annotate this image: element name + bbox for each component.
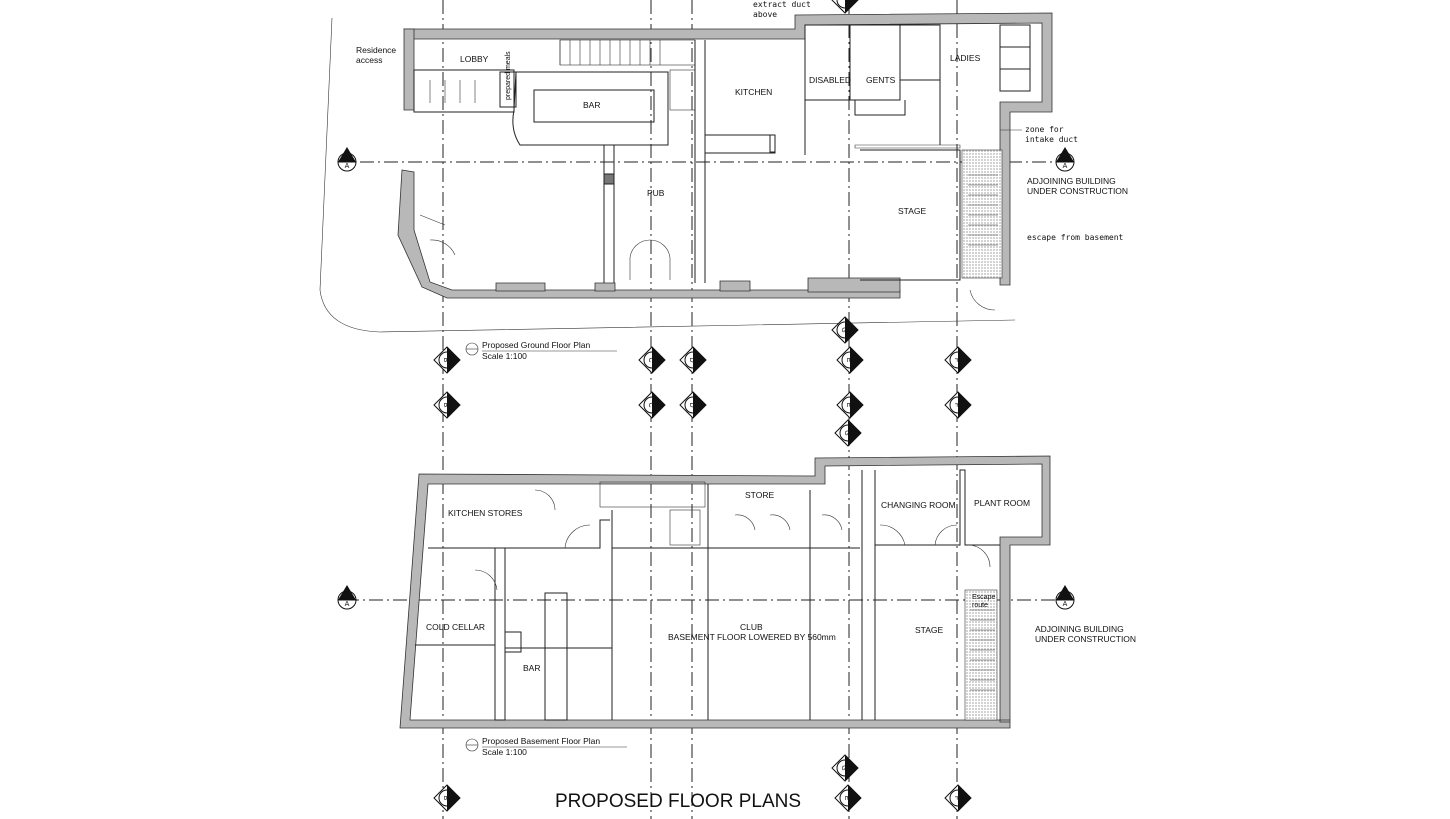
room-label-club: CLUB	[740, 622, 763, 632]
section-marker-a-label: A	[1063, 163, 1068, 170]
room-label-ladies: LADIES	[950, 53, 981, 63]
basement-labels: KITCHEN STORES STORE CHANGING ROOM PLANT…	[426, 490, 1136, 757]
room-label-store: STORE	[745, 490, 774, 500]
grid-marker-f-label: F	[953, 403, 960, 407]
room-label-disabled: DISABLED	[809, 75, 851, 85]
ground-floor-plan	[319, 12, 1053, 333]
room-label-bar: BAR	[523, 663, 540, 673]
grid-marker-b-label: B	[442, 403, 449, 408]
grid-marker-f-label: F	[953, 796, 960, 800]
room-label-kitchen-stores: KITCHEN STORES	[448, 508, 523, 518]
grid-marker-d-label: D	[688, 357, 695, 362]
room-label-pub: PUB	[647, 188, 665, 198]
room-label-kitchen: KITCHEN	[735, 87, 772, 97]
adjoining-note-1: ADJOINING BUILDING	[1027, 176, 1116, 186]
intake-duct-note-2: intake duct	[1025, 135, 1078, 144]
section-marker-a-label: A	[1063, 601, 1068, 608]
store-vertical-label: prepared meals	[505, 51, 512, 100]
sheet-title: PROPOSED FLOOR PLANS	[555, 791, 801, 812]
grid-marker-b-label: B	[442, 796, 449, 801]
section-marker-a-label: A	[345, 163, 350, 170]
room-label-plant-room: PLANT ROOM	[974, 498, 1030, 508]
escape-route-note-2: route	[972, 602, 988, 609]
ground-floor-scale: Scale 1:100	[482, 351, 527, 361]
extract-duct-note-1: extract duct	[753, 0, 811, 9]
room-label-lobby: LOBBY	[460, 54, 489, 64]
room-label-cold-cellar: COLD CELLAR	[426, 622, 485, 632]
grid-marker-g-label: G	[840, 765, 847, 770]
basement-plan	[399, 455, 1051, 729]
grid-marker-g-label: G	[840, 327, 847, 332]
escape-route-note-1: Escape	[972, 594, 995, 601]
grid-marker-e-label: E	[845, 358, 852, 363]
residence-note-1: Residence	[356, 45, 396, 55]
section-marker-a-label: A	[345, 601, 350, 608]
grid-marker-e-label: E	[843, 796, 850, 801]
grid-marker-b-label: B	[442, 358, 449, 363]
grid-marker-g-label: G	[843, 430, 850, 435]
escape-note: escape from basement	[1027, 233, 1124, 242]
adjoining-note-2: UNDER CONSTRUCTION	[1035, 634, 1136, 644]
residence-note-2: access	[356, 55, 382, 65]
adjoining-note-2: UNDER CONSTRUCTION	[1027, 186, 1128, 196]
basement-caption: Proposed Basement Floor Plan	[482, 736, 600, 746]
ground-floor-labels: LOBBY BAR PUB KITCHEN DISABLED GENTS LAD…	[356, 0, 1128, 361]
room-label-gents: GENTS	[866, 75, 896, 85]
grid-marker-d-label: D	[688, 402, 695, 407]
grid-markers: B C D E F G B C D E F G B E F G A A A A	[337, 0, 1075, 812]
room-label-bar: BAR	[583, 100, 600, 110]
extract-duct-note-2: above	[753, 10, 777, 19]
adjoining-note-1: ADJOINING BUILDING	[1035, 624, 1124, 634]
room-label-stage: STAGE	[898, 206, 927, 216]
club-floor-note: BASEMENT FLOOR LOWERED BY 560mm	[668, 632, 836, 642]
grid-marker-e-label: E	[845, 403, 852, 408]
basement-scale: Scale 1:100	[482, 747, 527, 757]
ground-floor-caption: Proposed Ground Floor Plan	[482, 340, 590, 350]
grid-marker-c-label: C	[647, 402, 654, 407]
basement-outer-wall	[399, 455, 1051, 729]
intake-duct-note-1: zone for	[1025, 125, 1064, 134]
grid-marker-c-label: C	[647, 357, 654, 362]
room-label-stage: STAGE	[915, 625, 944, 635]
site-boundary	[319, 17, 1016, 333]
grid-marker-f-label: F	[953, 358, 960, 362]
room-label-changing-room: CHANGING ROOM	[881, 500, 956, 510]
